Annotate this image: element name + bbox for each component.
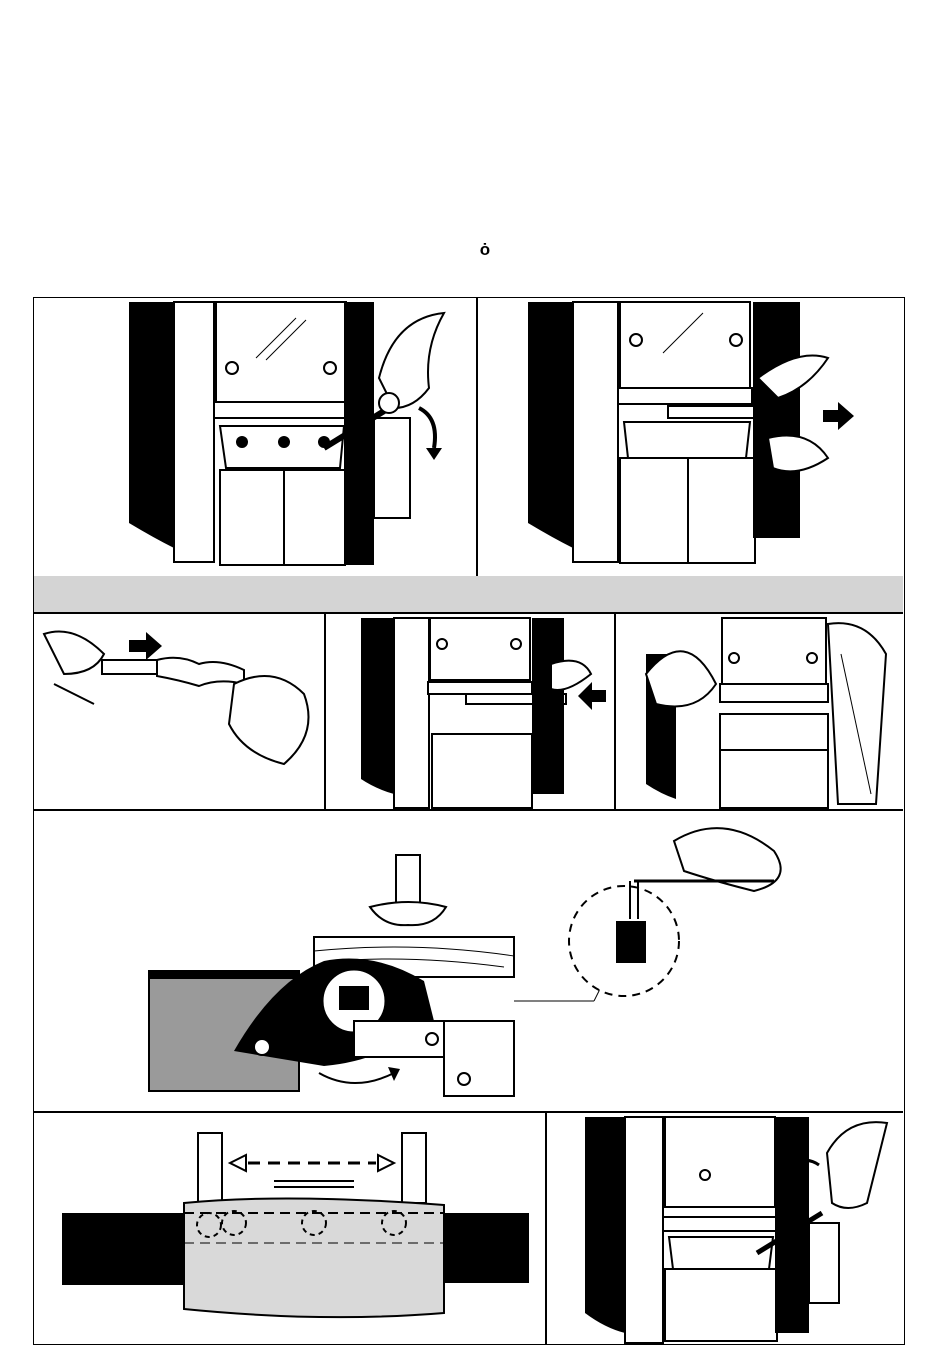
figure-blade-alignment	[34, 1113, 545, 1344]
planer-drum-cleaning-illustration	[616, 614, 903, 809]
blade-holder-adjustment-illustration	[34, 811, 903, 1111]
blade-alignment-illustration	[34, 1113, 545, 1344]
figure-blade-bolt-loosen	[34, 298, 476, 576]
figure-blade-insertion	[326, 614, 614, 809]
blade-removal-illustration	[478, 298, 903, 576]
blade-insertion-illustration	[326, 614, 614, 809]
section-band	[34, 576, 903, 612]
page-mark: ȯ	[470, 240, 500, 260]
blade-sharpening-illustration	[34, 614, 324, 809]
figure-blade-sharpening	[34, 614, 324, 809]
figure-blade-bolt-tighten	[547, 1113, 903, 1344]
blade-bolt-tighten-illustration	[547, 1113, 903, 1344]
figure-blade-holder-adjustment	[34, 811, 903, 1111]
illustration-frame	[33, 297, 905, 1345]
figure-blade-removal	[478, 298, 903, 576]
blade-bolt-loosen-illustration	[34, 298, 476, 576]
figure-planer-drum-cleaning	[616, 614, 903, 809]
